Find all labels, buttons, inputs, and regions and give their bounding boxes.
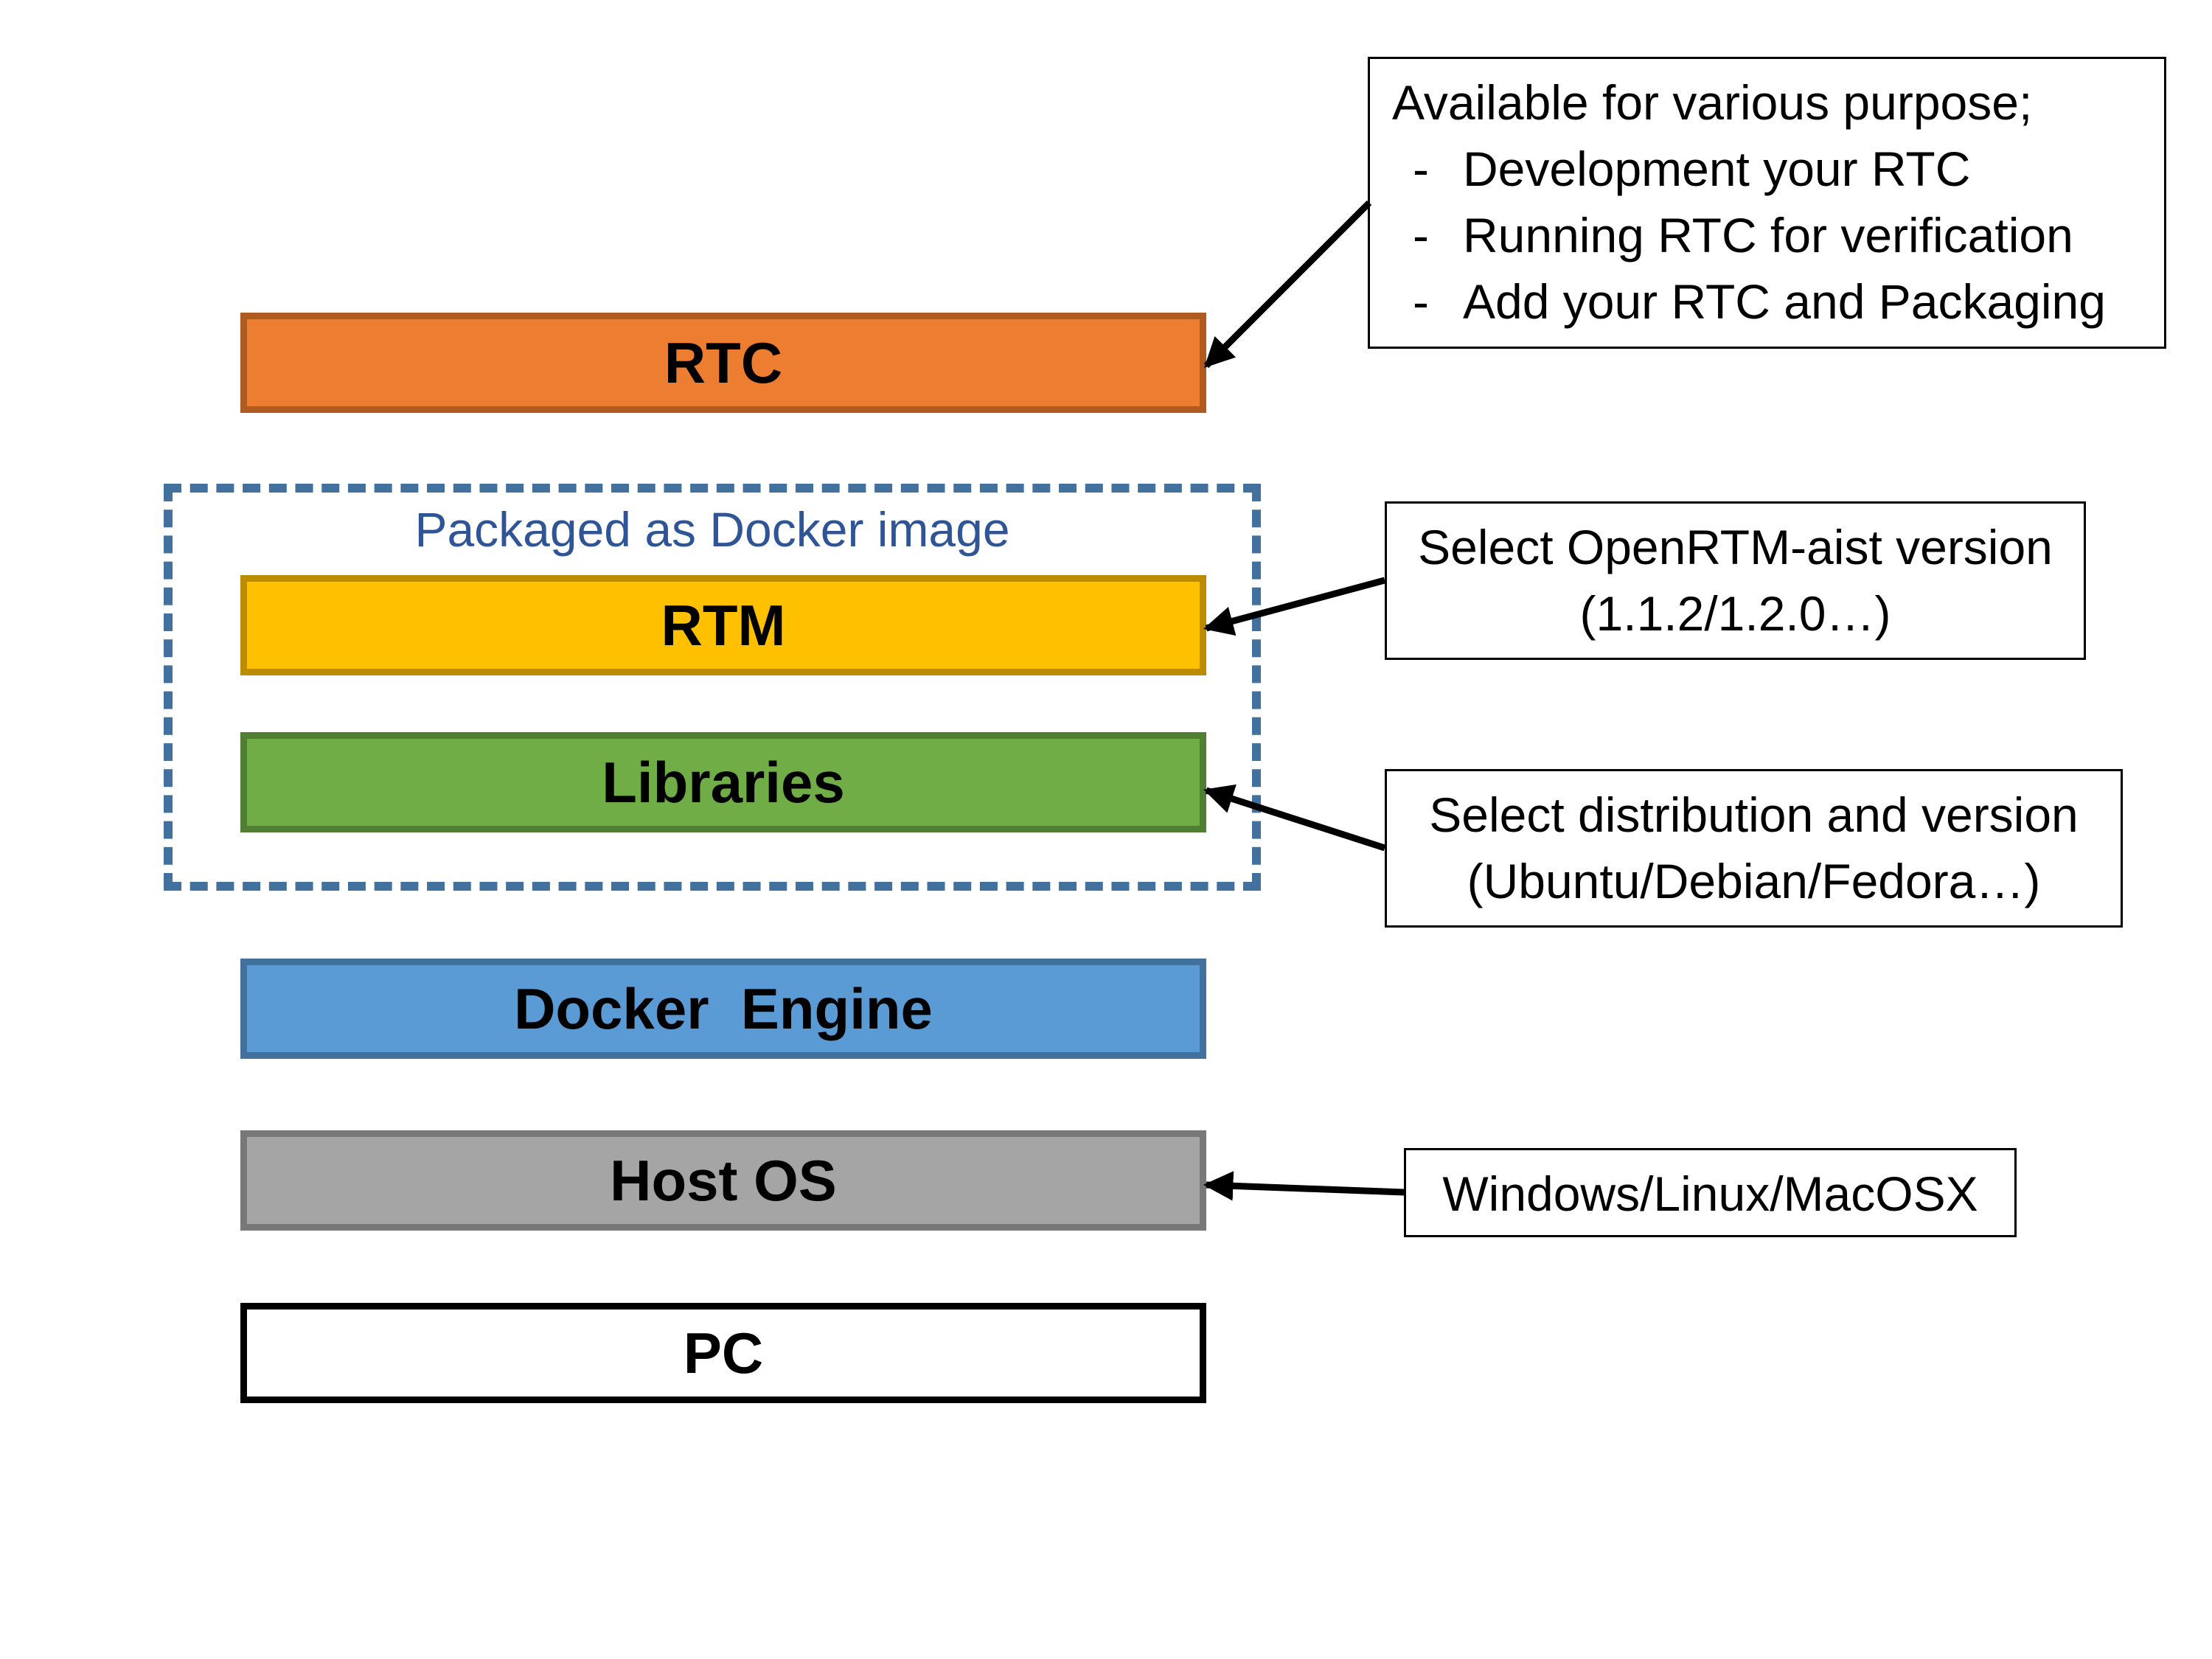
pc-layer-label: PC (683, 1320, 764, 1385)
docker-engine-layer: Docker Engine (240, 959, 1206, 1059)
libraries-layer: Libraries (240, 732, 1206, 832)
distribution-note-line2: (Ubuntu/Debian/Fedora…) (1467, 854, 2041, 908)
host-os-note-text: Windows/Linux/MacOSX (1442, 1166, 1978, 1221)
rtc-layer-label: RTC (664, 330, 783, 395)
host-os-layer: Host OS (240, 1130, 1206, 1231)
rtc-layer: RTC (240, 313, 1206, 413)
docker-image-package-box: Packaged as Docker image (164, 484, 1261, 891)
purpose-note-title: Available for various purpose; (1392, 75, 2033, 130)
docker-engine-layer-label: Docker Engine (514, 975, 933, 1041)
purpose-note-item: - Add your RTC and Packaging (1413, 274, 2106, 329)
purpose-note-item: - Running RTC for verification (1413, 208, 2073, 262)
rtm-version-note: Select OpenRTM-aist version (1.1.2/1.2.0… (1385, 501, 2086, 660)
pc-layer: PC (240, 1303, 1206, 1403)
rtm-version-note-line1: Select OpenRTM-aist version (1418, 520, 2053, 574)
rtm-version-note-line2: (1.1.2/1.2.0…) (1579, 586, 1891, 641)
package-label: Packaged as Docker image (414, 502, 1010, 557)
purpose-note: Available for various purpose; - Develop… (1368, 57, 2166, 349)
arrow-version-to-rtm (1203, 577, 1386, 636)
host-os-layer-label: Host OS (610, 1147, 837, 1213)
rtm-layer: RTM (240, 575, 1206, 675)
arrow-distribution-to-libraries (1203, 784, 1386, 852)
host-os-note: Windows/Linux/MacOSX (1404, 1148, 2017, 1237)
arrow-hostos-note-to-hostos (1203, 1171, 1405, 1201)
arrow-purpose-to-rtc (1203, 200, 1372, 369)
purpose-note-item: - Development your RTC (1413, 142, 1971, 196)
rtm-layer-label: RTM (661, 592, 786, 658)
distribution-note-line1: Select distribution and version (1429, 787, 2079, 842)
distribution-note: Select distribution and version (Ubuntu/… (1385, 769, 2123, 928)
libraries-layer-label: Libraries (602, 749, 845, 815)
